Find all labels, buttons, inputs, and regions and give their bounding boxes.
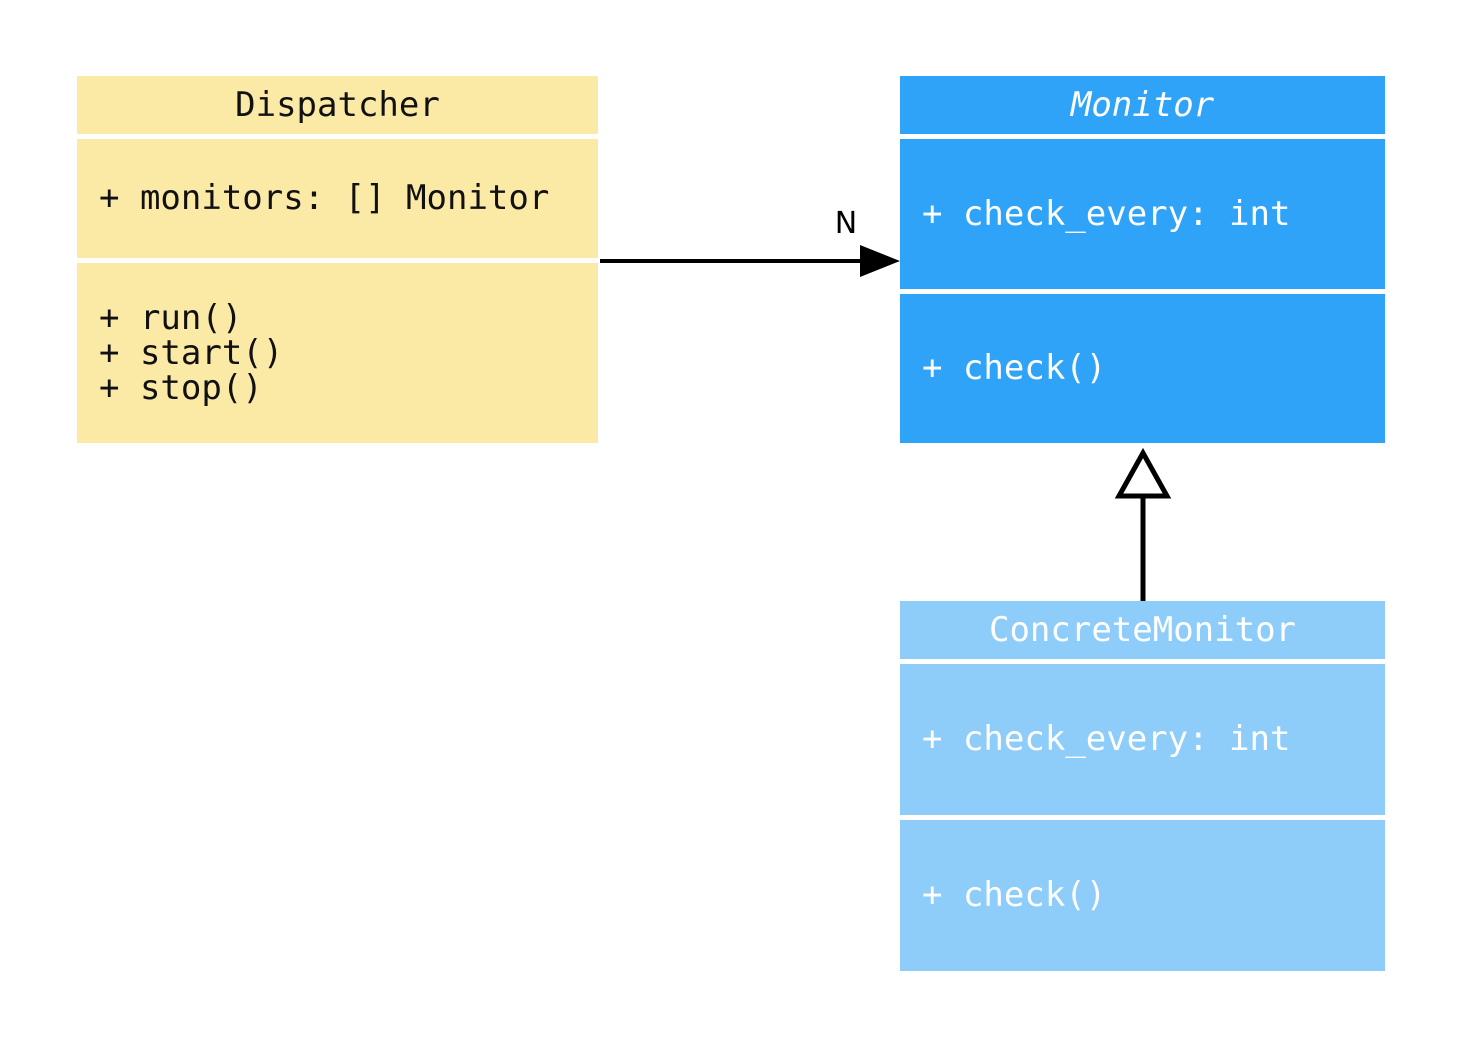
class-attribute: + monitors: [] Monitor (99, 178, 550, 218)
class-method: + start() (99, 332, 284, 373)
class-attributes-section-monitor: + check_every: int (900, 139, 1385, 289)
class-methods-section-dispatcher: + run() + start() + stop() (77, 263, 598, 443)
class-methods-section-monitor: + check() (900, 294, 1385, 443)
class-box-concrete-monitor: ConcreteMonitor + check_every: int + che… (900, 601, 1385, 971)
association-arrowhead-icon (860, 245, 900, 277)
class-attributes-section-concrete-monitor: + check_every: int (900, 664, 1385, 815)
association-multiplicity-label: N (834, 206, 858, 241)
class-attributes-section-dispatcher: + monitors: [] Monitor (77, 139, 598, 258)
class-method: + check() (922, 875, 1107, 915)
class-methods-section-concrete-monitor: + check() (900, 820, 1385, 971)
class-title-monitor: Monitor (900, 76, 1385, 134)
class-box-monitor: Monitor + check_every: int + check() (900, 76, 1385, 443)
class-box-dispatcher: Dispatcher + monitors: [] Monitor + run(… (77, 76, 598, 443)
class-method: + run() (99, 297, 243, 338)
class-method: + stop() (99, 367, 263, 408)
class-attribute: + check_every: int (922, 719, 1291, 759)
inheritance-hollow-triangle-icon (1114, 447, 1172, 499)
class-attribute: + check_every: int (922, 193, 1291, 234)
class-title-dispatcher: Dispatcher (77, 76, 598, 134)
class-method: + check() (922, 348, 1107, 388)
class-title-concrete-monitor: ConcreteMonitor (900, 601, 1385, 659)
